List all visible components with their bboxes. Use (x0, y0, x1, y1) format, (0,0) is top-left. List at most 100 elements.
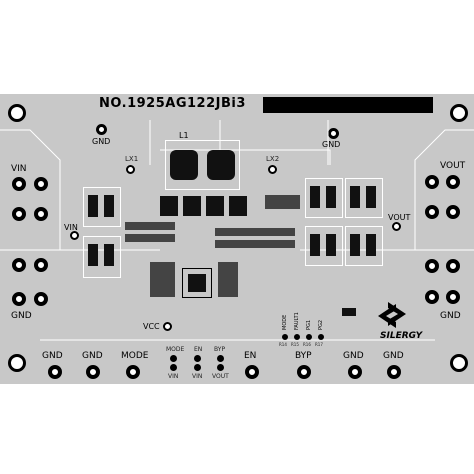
vout-test-point[interactable] (392, 222, 401, 231)
input-cap-1-pad-b (104, 195, 114, 217)
pin-sub-r16: R16 (303, 342, 311, 347)
bottom-label-byp: BYP (295, 351, 312, 361)
status-pin-pg1[interactable] (306, 334, 312, 340)
jumper-byp-pin-2[interactable] (217, 364, 224, 371)
jumper-en-pin-1[interactable] (194, 355, 201, 362)
vout-terminal-4[interactable] (446, 205, 460, 219)
resistor-array-1 (125, 222, 175, 230)
bottom-label-gnd-2: GND (82, 351, 103, 361)
lx2-test-point[interactable] (268, 165, 277, 174)
jumper-mode-sub-label: VIN (168, 373, 179, 380)
jumper-en-pin-2[interactable] (194, 364, 201, 371)
gnd-left-terminal-1[interactable] (12, 258, 26, 272)
vout-terminal-2[interactable] (446, 175, 460, 189)
bottom-label-gnd-3: GND (343, 351, 364, 361)
vin-terminal-1[interactable] (12, 177, 26, 191)
bottom-test-point-gnd-4[interactable] (387, 365, 401, 379)
output-cap-1-pad-b (326, 186, 336, 208)
controller-ic-outline (182, 268, 212, 298)
input-cap-2-pad-b (104, 244, 114, 266)
gnd-test-point-top-right[interactable] (328, 128, 339, 139)
output-cap-2-pad-b (366, 186, 376, 208)
output-cap-2 (345, 178, 383, 218)
vcc-test-point[interactable] (163, 322, 172, 331)
lx1-test-point[interactable] (126, 165, 135, 174)
gnd-right-terminal-3[interactable] (425, 290, 439, 304)
input-cap-2 (83, 236, 121, 278)
serial-label-block (263, 97, 433, 113)
input-cap-1 (83, 187, 121, 227)
inductor-pad-2 (207, 150, 235, 180)
output-cap-1-pad-a (310, 186, 320, 208)
vin-terminal-2[interactable] (34, 177, 48, 191)
pin-sub-r14: R14 (279, 342, 287, 347)
jumper-byp-sub-label: VOUT (212, 373, 229, 380)
jumper-byp-label: BYP (214, 346, 226, 353)
jumper-en-sub-label: VIN (192, 373, 203, 380)
inductor-label: L1 (179, 131, 189, 140)
output-cap-4-pad-a (350, 234, 360, 256)
passive-cluster-left (150, 262, 175, 297)
inductor-outline (165, 140, 240, 190)
jumper-en-label: EN (194, 346, 203, 353)
inductor-pad-1 (170, 150, 198, 180)
gnd-left-terminal-2[interactable] (34, 258, 48, 272)
gnd-test-point-top-left[interactable] (96, 124, 107, 135)
gnd-right-terminal-1[interactable] (425, 259, 439, 273)
vout-mid-label: VOUT (388, 213, 411, 222)
jumper-byp-pin-1[interactable] (217, 355, 224, 362)
mosfet-2 (183, 196, 201, 216)
controller-ic (188, 274, 206, 292)
bottom-label-gnd-1: GND (42, 351, 63, 361)
gnd-top-right-label: GND (322, 140, 341, 149)
jumper-mode-pin-2[interactable] (170, 364, 177, 371)
gnd-right-terminal-2[interactable] (446, 259, 460, 273)
gnd-left-label: GND (11, 311, 32, 321)
jumper-mode-pin-1[interactable] (170, 355, 177, 362)
gnd-right-terminal-4[interactable] (446, 290, 460, 304)
vin-terminal-4[interactable] (34, 207, 48, 221)
output-cap-4 (345, 226, 383, 266)
resistor-array-4 (215, 240, 295, 248)
mosfet-1 (160, 196, 178, 216)
lx2-label: LX2 (266, 155, 280, 163)
output-cap-3 (305, 226, 343, 266)
vout-right-label: VOUT (440, 161, 466, 171)
mosfet-4 (229, 196, 247, 216)
mounting-hole-top-left (8, 104, 26, 122)
bottom-test-point-gnd-3[interactable] (348, 365, 362, 379)
bottom-test-point-byp[interactable] (297, 365, 311, 379)
board-title: NO.1925AG122JBi3 (99, 96, 246, 111)
vin-terminal-3[interactable] (12, 207, 26, 221)
brand-logo-text: SILERGY (380, 331, 423, 341)
vout-terminal-1[interactable] (425, 175, 439, 189)
input-cap-2-pad-a (88, 244, 98, 266)
output-cap-4-pad-b (366, 234, 376, 256)
vin-test-point[interactable] (70, 231, 79, 240)
output-filter (265, 195, 300, 209)
mounting-hole-top-right (450, 104, 468, 122)
small-resistor (342, 308, 356, 316)
vout-terminal-3[interactable] (425, 205, 439, 219)
gnd-left-terminal-4[interactable] (34, 292, 48, 306)
vcc-label: VCC (143, 322, 160, 331)
gnd-left-terminal-3[interactable] (12, 292, 26, 306)
status-pin-fault1[interactable] (294, 334, 300, 340)
bottom-test-point-gnd-2[interactable] (86, 365, 100, 379)
bottom-label-en: EN (244, 351, 257, 361)
status-pin-mode[interactable] (282, 334, 288, 340)
status-pin-pg2[interactable] (318, 334, 324, 340)
bottom-test-point-gnd-1[interactable] (48, 365, 62, 379)
jumper-mode-label: MODE (166, 346, 185, 353)
input-cap-1-pad-a (88, 195, 98, 217)
vin-left-label: VIN (11, 164, 27, 174)
gnd-right-label: GND (440, 311, 461, 321)
output-cap-2-pad-a (350, 186, 360, 208)
output-cap-3-pad-a (310, 234, 320, 256)
resistor-array-3 (215, 228, 295, 236)
bottom-test-point-en[interactable] (245, 365, 259, 379)
bottom-test-point-mode[interactable] (126, 365, 140, 379)
pcb-board (0, 94, 474, 384)
vin-mid-label: VIN (64, 223, 78, 232)
